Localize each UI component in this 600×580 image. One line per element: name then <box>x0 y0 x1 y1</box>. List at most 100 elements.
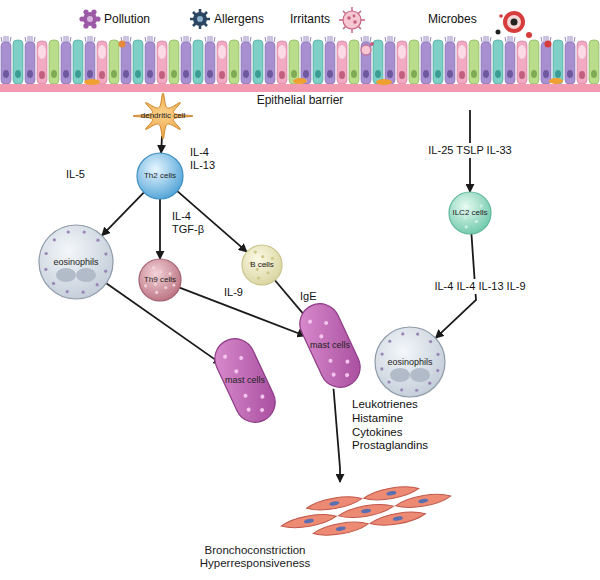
cell-granule <box>380 367 383 370</box>
cell-body <box>449 192 491 234</box>
cell-granule <box>323 320 328 325</box>
smooth-muscle-outcome: Bronchoconstriction Hyperresponsiveness <box>190 482 440 580</box>
pollution-icon <box>87 16 93 22</box>
source-label: Allergens <box>214 12 264 26</box>
node-label: eosinophils <box>53 257 98 267</box>
epithelium-band <box>549 78 563 84</box>
microbe-icon <box>499 14 503 18</box>
cell-granule <box>266 271 269 274</box>
eosinophil-cell: eosinophils <box>374 326 446 398</box>
irritant-icon <box>347 16 351 20</box>
cell-granule <box>465 225 468 228</box>
smooth-muscle <box>361 508 372 514</box>
node-text-box: dendritic cell <box>132 92 194 140</box>
cell-granule <box>81 291 84 294</box>
cell-granule <box>222 354 227 359</box>
cell-granule <box>428 382 431 385</box>
irritant-icon <box>353 15 356 18</box>
allergen-icon <box>190 9 210 29</box>
node-text-box: Epithelial barrier <box>0 94 600 108</box>
node-label: mast cells <box>225 375 265 385</box>
cell-granule <box>155 291 158 294</box>
th2-cell: Th2 cells <box>136 152 184 200</box>
smooth-muscle <box>329 501 340 507</box>
cell-granule <box>168 272 171 275</box>
epithelium-band <box>0 36 600 84</box>
source-label: Microbes <box>428 12 477 26</box>
cell-granule <box>319 334 324 339</box>
cell-granule <box>104 270 107 273</box>
cell-granule <box>416 332 419 335</box>
cell-granule <box>164 286 167 289</box>
smooth-muscle <box>393 516 404 522</box>
cell-granule <box>83 231 86 234</box>
smooth-muscle <box>312 519 369 539</box>
cell-body <box>39 225 113 299</box>
node-text-box: ILC2 cells <box>448 191 492 235</box>
dendritic-cell-body <box>133 93 193 139</box>
microbe-icon <box>496 11 533 38</box>
cytokine-label: IL-4 IL-4 IL-13 IL-9 <box>405 279 555 294</box>
epithelium-band <box>0 36 600 92</box>
cell-granule <box>381 352 384 355</box>
irritant-icon <box>339 7 365 33</box>
smooth-muscle <box>335 526 346 532</box>
node-text-box: eosinophils <box>38 224 114 300</box>
irritant-icon <box>343 11 361 29</box>
cell-granule <box>152 266 155 269</box>
mast-cell-body <box>208 332 281 429</box>
mast-cell: mast cells <box>210 333 280 428</box>
cell-body <box>137 153 183 199</box>
smooth-muscle <box>369 509 426 529</box>
cell-granule <box>401 332 404 335</box>
signal-arrow <box>334 389 340 482</box>
ilc2-cell: ILC2 cells <box>448 191 492 235</box>
microbe-icon <box>511 19 518 26</box>
node-text-box: Bronchoconstriction Hyperresponsiveness <box>190 544 320 570</box>
cell-nucleus <box>410 368 430 382</box>
cell-granule <box>96 283 99 286</box>
node-label: mast cells <box>310 340 350 350</box>
cell-granule <box>387 380 390 383</box>
smooth-muscle <box>386 490 397 496</box>
allergen-icon <box>190 9 210 29</box>
eosinophil-cell: eosinophils <box>38 224 114 300</box>
microbe-icon <box>503 11 525 33</box>
cell-granule <box>44 268 47 271</box>
cell-granule <box>461 198 464 201</box>
cytokine-label: Leukotrienes Histamine Cytokines Prostag… <box>352 398 440 453</box>
cell-body <box>375 327 445 397</box>
allergen-icon <box>197 16 203 22</box>
cytokine-label: IgE <box>300 290 317 303</box>
smooth-muscle <box>418 498 429 504</box>
node-text-box: Th2 cells <box>136 152 184 200</box>
cell-granule <box>388 340 391 343</box>
signal-arrow <box>159 199 161 259</box>
cell-granule <box>469 202 472 205</box>
cell-granule <box>436 353 439 356</box>
cell-granule <box>415 389 418 392</box>
smooth-muscle <box>395 491 452 511</box>
cytokine-label: IL-25 TSLP IL-33 <box>415 143 525 158</box>
cell-granule <box>67 230 70 233</box>
mast-cell-body <box>293 297 366 394</box>
node-label: Bronchoconstriction Hyperresponsiveness <box>190 544 320 570</box>
smooth-muscle <box>369 509 426 529</box>
cell-nucleus <box>56 268 76 282</box>
microbe-icon <box>507 15 521 29</box>
dendritic-cell: dendritic cell <box>132 92 194 140</box>
cell-nucleus <box>390 368 410 382</box>
cell-granule <box>480 204 483 207</box>
smooth-muscle <box>304 518 315 524</box>
cell-granule <box>144 284 147 287</box>
node-label: B cells <box>250 260 274 269</box>
cell-granule <box>436 369 439 372</box>
node-text-box: mast cells <box>295 298 365 393</box>
smooth-muscle <box>395 491 452 511</box>
cytokine-label: IL-4 TGF-β <box>172 210 212 236</box>
cell-granule <box>246 407 251 412</box>
cytokine-label: IL-5 <box>66 168 85 181</box>
cell-granule <box>243 393 248 398</box>
